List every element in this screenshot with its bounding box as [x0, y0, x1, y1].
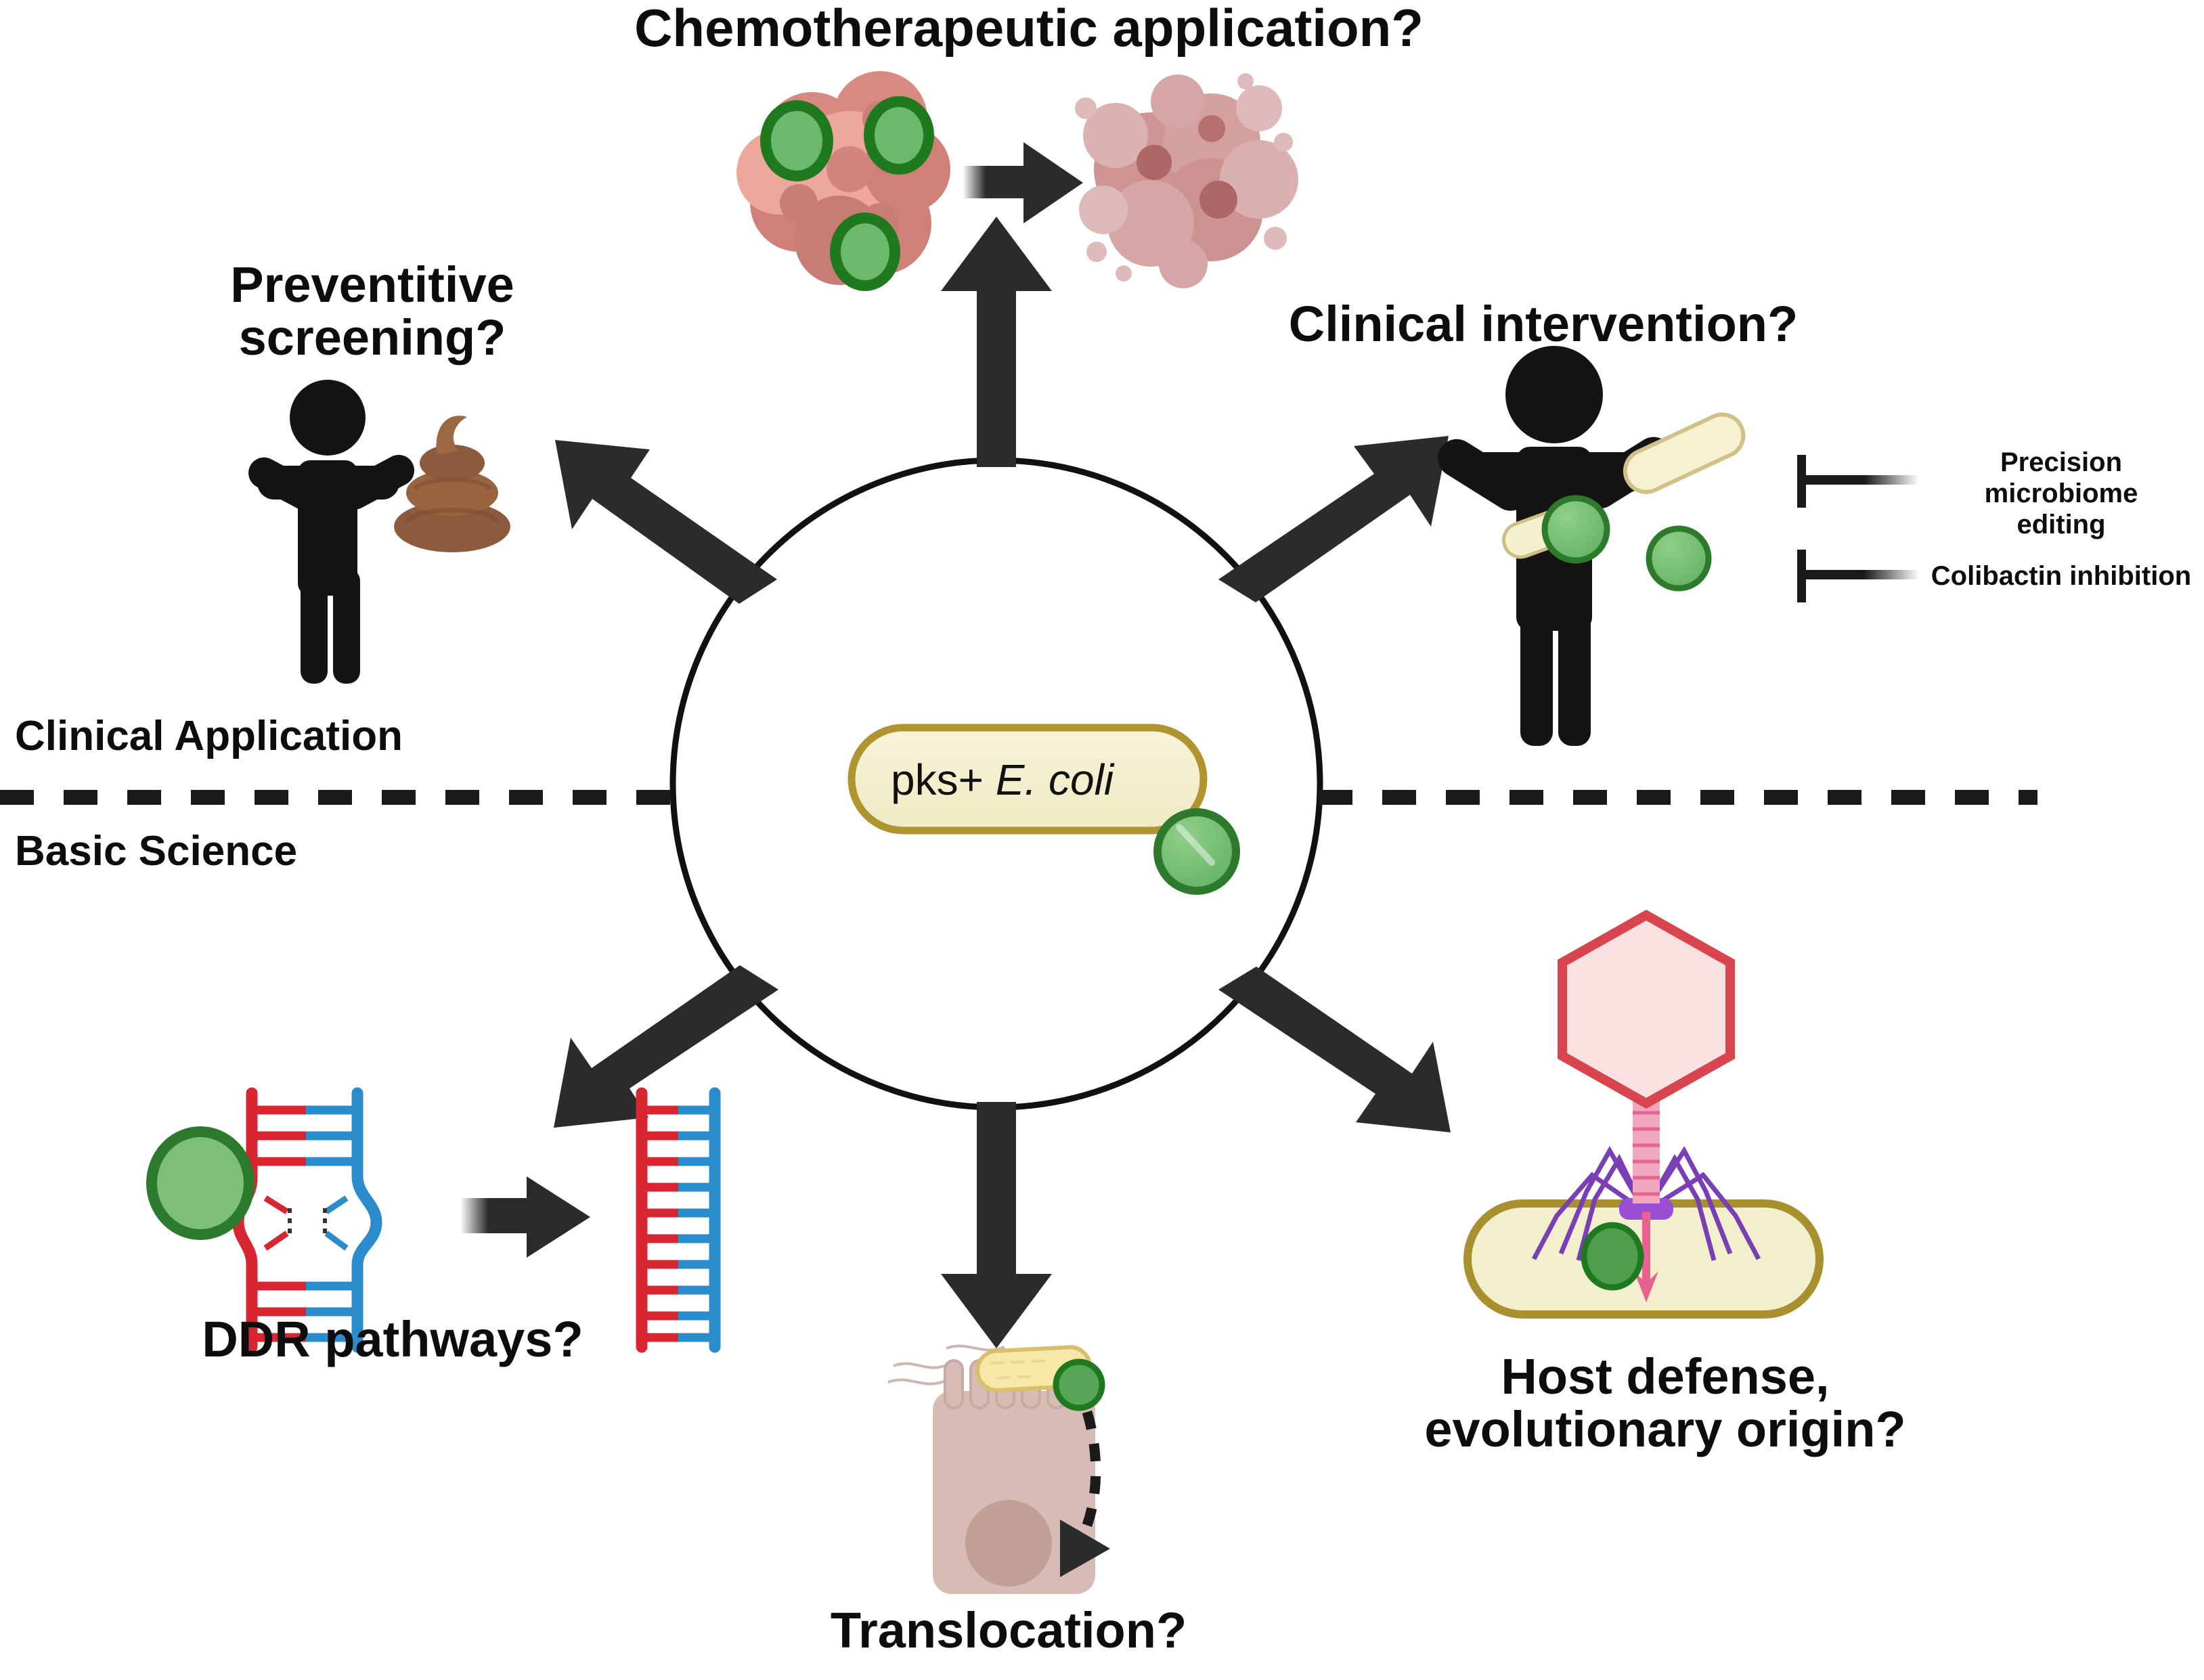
label-clinical-intervention: Clinical intervention?	[1288, 296, 1799, 352]
dna-repaired	[636, 1087, 721, 1353]
label-translocation: Translocation?	[830, 1602, 1187, 1658]
legend-label-colibactin-inhibition: Colibactin inhibition	[1931, 561, 2192, 591]
label-ddr-pathways: DDR pathways?	[202, 1311, 583, 1367]
illustration-translocation	[887, 1344, 1110, 1594]
legend-bacterium-icon	[1623, 412, 1746, 494]
legend-label-precision-microbiome-editing: Precision microbiome editing	[1984, 447, 2138, 539]
label-basic-science: Basic Science	[15, 828, 298, 875]
illustration-intervention	[1438, 346, 1919, 746]
illustration-dna	[146, 1087, 721, 1353]
center-bacterium	[847, 724, 1240, 895]
center-bacterium-label-plain: pks+	[891, 755, 996, 804]
illustration-screening	[248, 380, 510, 684]
stool-icon	[394, 416, 510, 552]
arrow-down	[941, 1102, 1052, 1348]
legend-colibactin-icon	[1646, 525, 1712, 592]
center-bacterium-label-italic: E. coli	[995, 755, 1114, 804]
arrow-up	[941, 217, 1052, 467]
arrow-down-left	[554, 965, 778, 1128]
label-host-defense: Host defense, evolutionary origin?	[1424, 1348, 1906, 1458]
inhibition-bar-1	[1797, 455, 1919, 508]
label-preventitive-screening: Preventitive screening?	[230, 257, 514, 366]
inhibition-bar-2	[1797, 550, 1919, 602]
dna-conversion-arrow	[460, 1176, 590, 1258]
dna-damaged	[146, 1087, 382, 1353]
illustration-lysed-mass	[1075, 73, 1298, 288]
illustration-tumor-cluster	[736, 71, 1298, 291]
label-chemotherapeutic-application: Chemotherapeutic application?	[634, 0, 1424, 58]
label-clinical-application: Clinical Application	[15, 713, 403, 759]
tumor-conversion-arrow	[963, 142, 1083, 223]
illustration-phage	[1463, 909, 1824, 1319]
arrow-down-right	[1218, 967, 1451, 1132]
arrow-up-left	[555, 440, 777, 604]
abdomen-bacterium	[1502, 498, 1602, 559]
center-bacterium-label: pks+ E. coli	[891, 755, 1114, 805]
arrow-up-right	[1218, 436, 1449, 602]
translocating-bacterium	[975, 1345, 1092, 1392]
person-icon	[1438, 346, 1673, 746]
